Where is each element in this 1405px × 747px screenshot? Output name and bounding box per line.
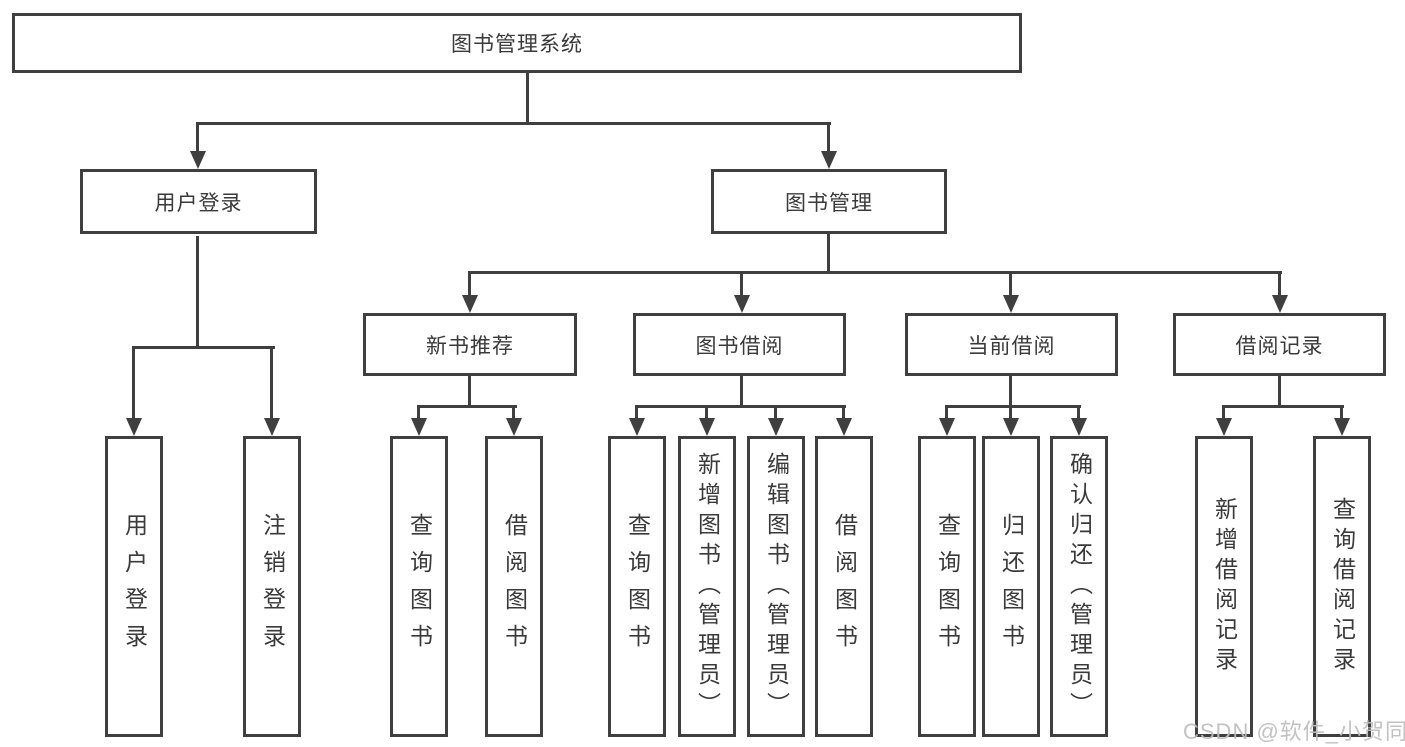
arrowhead-down-icon — [126, 418, 142, 436]
arrowhead-down-icon — [836, 418, 852, 436]
connector-line — [468, 376, 471, 405]
node-label: 图书借阅 — [695, 334, 784, 358]
leaf-logout: 注销登录 — [243, 436, 301, 737]
leaf-query-borrow-record: 查询借阅记录 — [1313, 436, 1371, 737]
arrowhead-down-icon — [1334, 418, 1350, 436]
connector-line — [774, 405, 777, 418]
connector-line — [947, 405, 1081, 408]
arrowhead-down-icon — [190, 151, 206, 169]
arrowhead-down-icon — [506, 418, 522, 436]
connector-line — [1009, 376, 1012, 405]
node-label: 注销登录 — [259, 512, 286, 661]
node-new-book-recommendation: 新书推荐 — [363, 313, 577, 376]
arrowhead-down-icon — [939, 418, 955, 436]
connector-line — [468, 271, 471, 295]
node-label: 图书管理系统 — [451, 33, 583, 56]
node-label: 借阅记录 — [1235, 334, 1324, 358]
connector-line — [1278, 271, 1281, 295]
node-book-borrowing: 图书借阅 — [633, 313, 846, 376]
arrowhead-down-icon — [1003, 418, 1019, 436]
node-label: 确认归还（管理员） — [1066, 451, 1093, 722]
connector-line — [1278, 376, 1281, 405]
connector-line — [196, 236, 199, 346]
connector-line — [196, 122, 199, 151]
connector-line — [827, 122, 830, 151]
arrowhead-down-icon — [462, 295, 478, 313]
connector-line — [134, 346, 275, 349]
arrowhead-down-icon — [411, 418, 427, 436]
connector-line — [945, 405, 948, 418]
connector-line — [842, 405, 845, 418]
connector-line — [705, 405, 708, 418]
node-label: 当前借阅 — [967, 334, 1056, 358]
arrowhead-down-icon — [1216, 418, 1232, 436]
node-borrowing-records: 借阅记录 — [1173, 313, 1386, 376]
arrowhead-down-icon — [699, 418, 715, 436]
connector-line — [1009, 405, 1012, 418]
arrowhead-down-icon — [264, 418, 280, 436]
node-label: 借阅图书 — [501, 512, 528, 661]
connector-line — [469, 271, 1282, 274]
node-label: 新书推荐 — [426, 334, 514, 358]
node-label: 查询图书 — [624, 512, 651, 661]
leaf-add-books-admin: 新增图书（管理员） — [678, 436, 736, 737]
leaf-borrow-books-recommend: 借阅图书 — [485, 436, 543, 737]
leaf-user-login: 用户登录 — [105, 436, 163, 737]
arrowhead-down-icon — [1003, 295, 1019, 313]
connector-line — [827, 234, 830, 271]
node-label: 归还图书 — [998, 512, 1025, 661]
connector-line — [740, 376, 743, 405]
node-label: 查询图书 — [934, 512, 961, 661]
connector-line — [270, 346, 273, 418]
leaf-query-books-borrowing: 查询图书 — [608, 436, 666, 737]
watermark-text: CSDN @软件_小贺同学 — [1183, 719, 1405, 744]
arrowhead-down-icon — [768, 418, 784, 436]
node-label: 用户登录 — [121, 512, 148, 661]
node-label: 新增借阅记录 — [1211, 496, 1238, 677]
node-label: 图书管理 — [785, 191, 873, 215]
connector-line — [1222, 405, 1225, 418]
node-label: 借阅图书 — [831, 512, 858, 661]
connector-line — [197, 122, 831, 125]
connector-line — [740, 271, 743, 295]
leaf-confirm-return-admin: 确认归还（管理员） — [1050, 436, 1108, 737]
connector-line — [1077, 405, 1080, 418]
connector-line — [419, 405, 517, 408]
connector-line — [132, 346, 135, 418]
connector-line — [417, 405, 420, 418]
arrowhead-down-icon — [629, 418, 645, 436]
connector-line — [637, 405, 846, 408]
node-label: 查询借阅记录 — [1329, 496, 1356, 677]
node-label: 用户登录 — [154, 191, 243, 215]
node-root-library-management-system: 图书管理系统 — [12, 13, 1022, 73]
leaf-edit-books-admin: 编辑图书（管理员） — [747, 436, 805, 737]
leaf-return-books: 归还图书 — [982, 436, 1040, 737]
connector-line — [512, 405, 515, 418]
node-current-borrowing: 当前借阅 — [905, 313, 1118, 376]
node-label: 新增图书（管理员） — [694, 451, 721, 722]
node-book-management: 图书管理 — [711, 169, 947, 234]
node-label: 查询图书 — [406, 512, 433, 661]
leaf-query-books-recommend: 查询图书 — [390, 436, 448, 737]
connector-line — [1224, 405, 1344, 408]
arrowhead-down-icon — [1071, 418, 1087, 436]
leaf-add-borrow-record: 新增借阅记录 — [1195, 436, 1253, 737]
arrowhead-down-icon — [821, 151, 837, 169]
node-label: 编辑图书（管理员） — [763, 451, 790, 722]
connector-line — [1009, 271, 1012, 295]
leaf-query-books-current: 查询图书 — [918, 436, 976, 737]
connector-line — [635, 405, 638, 418]
arrowhead-down-icon — [734, 295, 750, 313]
connector-line — [1340, 405, 1343, 418]
arrowhead-down-icon — [1272, 295, 1288, 313]
connector-line — [526, 73, 529, 122]
node-user-login: 用户登录 — [80, 169, 317, 234]
leaf-borrow-books-borrowing: 借阅图书 — [815, 436, 873, 737]
